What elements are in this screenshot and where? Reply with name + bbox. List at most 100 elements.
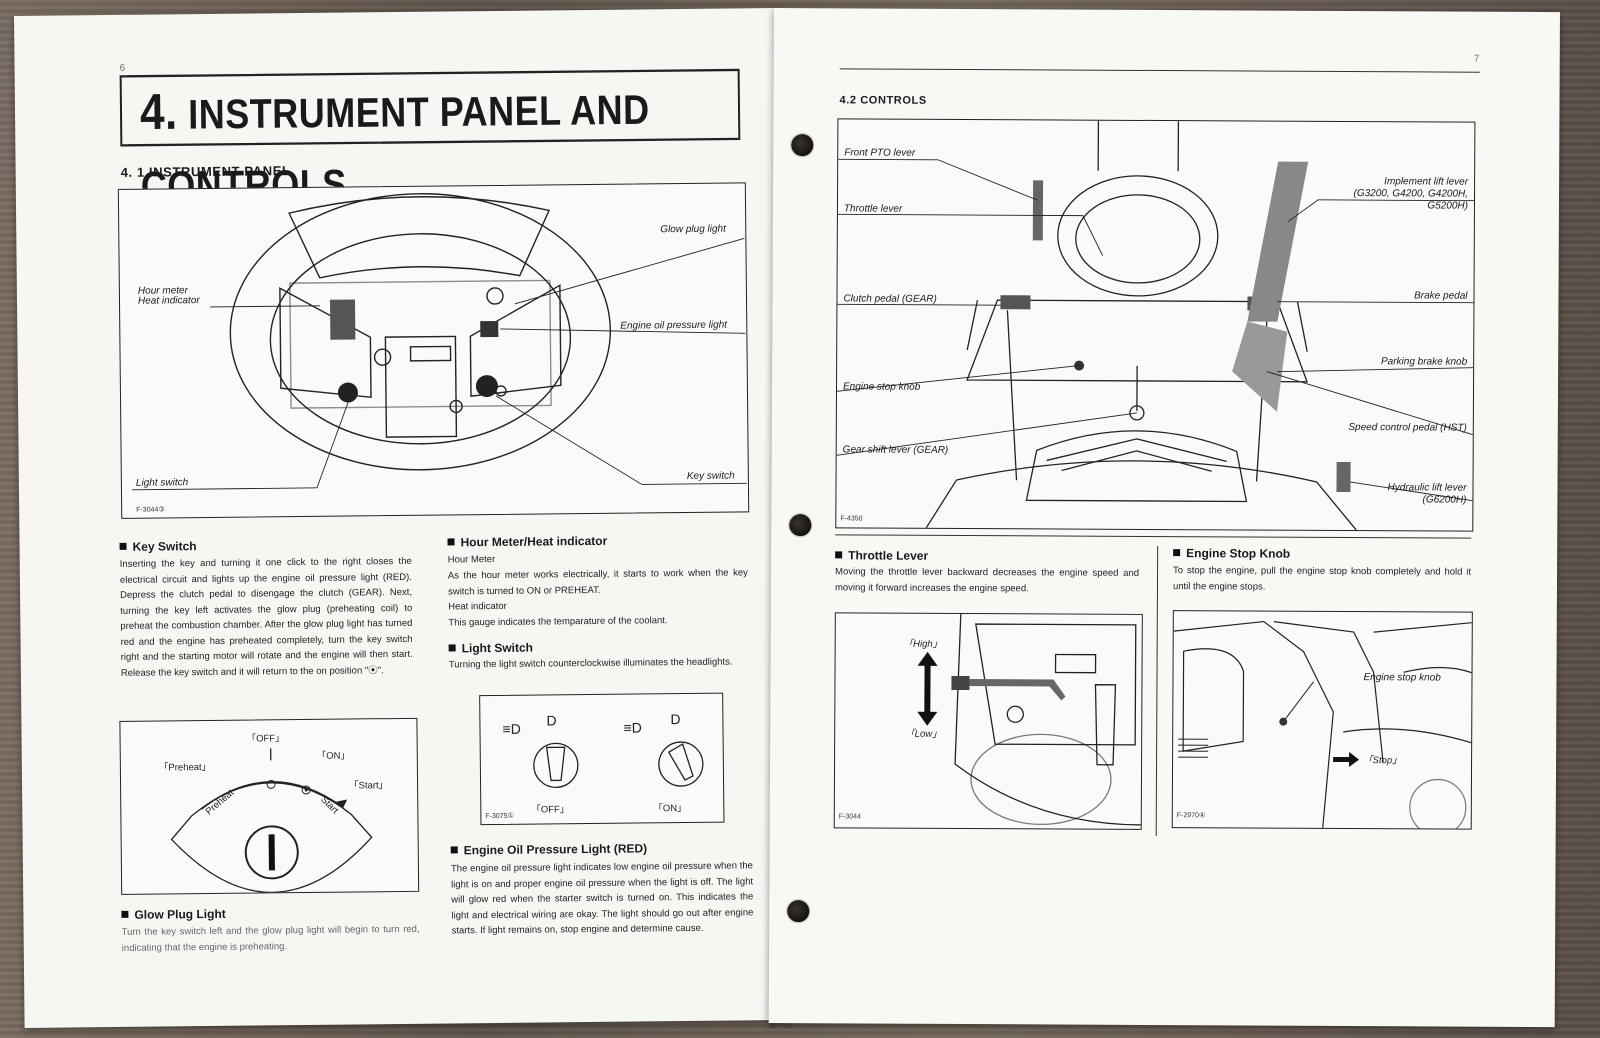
page-number: 6 (119, 62, 126, 74)
label-gear-shift-lever: Gear shift lever (GEAR) (842, 444, 949, 456)
heading-oil-pressure-light: Engine Oil Pressure Light (RED) (450, 841, 647, 857)
throttle-lever-handle (955, 678, 1066, 701)
engine-stop-figure: Engine stop knob 「Stop」 F-2970④ (1171, 610, 1473, 830)
bullet-square-icon (1173, 549, 1181, 557)
stop-label: 「Stop」 (1363, 755, 1402, 767)
chapter-title: 4. INSTRUMENT PANEL AND CONTROLS (119, 68, 741, 210)
light-switch-knob (337, 382, 358, 403)
instrument-panel-drawing (131, 193, 747, 491)
throttle-drawing (917, 613, 1141, 826)
svg-text:D: D (670, 711, 680, 727)
label-front-pto-lever: Front PTO lever (844, 147, 916, 159)
controls-figure: Front PTO lever Throttle lever Clutch pe… (835, 118, 1476, 532)
bullet-square-icon (447, 538, 455, 546)
hour-meter-subheading: Hour Meter (447, 553, 496, 566)
throttle-figure-code: F-3044 (838, 813, 861, 821)
key-switch-diagram: 「OFF」 「ON」 「Preheat」 「Start」 Preheat Sta… (119, 717, 420, 895)
section-title: 4.2 CONTROLS (839, 94, 927, 107)
label-heat-indicator: Heat indicator (137, 295, 200, 307)
engine-stop-text: To stop the engine, pull the engine stop… (1172, 565, 1472, 593)
key-switch-text: Inserting the key and turning it one cli… (119, 555, 413, 679)
engine-grille-icon (1178, 738, 1209, 758)
figure-code: F-3044③ (136, 506, 165, 514)
bullet-square-icon (835, 551, 843, 559)
label-engine-stop-knob-small: Engine stop knob (1363, 672, 1441, 684)
page-number: 7 (1473, 53, 1480, 65)
heading-glow-plug-light: Glow Plug Light (121, 907, 226, 922)
svg-text:D: D (546, 712, 556, 728)
hour-meter-text: As the hour meter works electrically, it… (447, 567, 748, 597)
tractor-controls-drawing (836, 120, 1475, 531)
light-switch-text: Turning the light switch counterclockwis… (448, 656, 733, 671)
key-off-label: 「OFF」 (246, 733, 285, 745)
engine-stop-drawing (1173, 620, 1472, 829)
engine-stop-knob-icon (1074, 360, 1085, 371)
heading-hour-meter: Hour Meter/Heat indicator (447, 534, 607, 550)
high-low-arrow-icon (917, 651, 938, 726)
implement-lift-lever-icon (1247, 161, 1309, 322)
svg-text:≡D: ≡D (623, 719, 641, 735)
heading-throttle-lever: Throttle Lever (835, 548, 928, 563)
bullet-square-icon (450, 846, 458, 854)
oil-pressure-text: The engine oil pressure light indicates … (450, 860, 754, 937)
svg-text:≡D: ≡D (502, 721, 520, 737)
key-start-label: 「Start」 (349, 780, 389, 792)
bullet-square-icon (448, 644, 456, 652)
label-speed-control-pedal: Speed control pedal (HST) (1348, 422, 1467, 434)
binder-hole (791, 134, 814, 157)
light-on-label: 「ON」 (653, 803, 687, 815)
label-hydraulic-lift-lever: Hydraulic lift lever (1387, 482, 1467, 494)
throttle-lever-grip (951, 675, 970, 691)
front-pto-lever-icon (1032, 180, 1044, 241)
label-clutch-pedal: Clutch pedal (GEAR) (843, 293, 937, 305)
throttle-figure: 「High」 「Low」 F-3044 (833, 612, 1143, 830)
label-parking-brake-knob: Parking brake knob (1380, 356, 1468, 368)
column-divider (1155, 546, 1159, 837)
right-page: 7 4.2 CONTROLS (768, 8, 1560, 1028)
key-switch-icon (475, 375, 498, 398)
heat-indicator-text: This gauge indicates the temparature of … (448, 615, 668, 629)
controls-figure-code: F-4350 (840, 515, 863, 523)
throttle-high-label: 「High」 (903, 638, 943, 650)
key-preheat-label: 「Preheat」 (158, 761, 212, 774)
engine-stop-knob-icon (1279, 717, 1288, 726)
bullet-square-icon (121, 910, 129, 918)
light-switch-figure-code: F-3075① (485, 812, 514, 821)
label-implement-models-2: G5200H) (1427, 200, 1469, 212)
header-rule (839, 68, 1480, 73)
light-switch-drawing: ≡D D ≡D D (502, 711, 704, 789)
key-switch-dial-drawing (170, 748, 373, 893)
left-page: 6 4. INSTRUMENT PANEL AND CONTROLS 4. 1 … (14, 7, 791, 1028)
label-throttle-lever: Throttle lever (843, 203, 903, 215)
label-implement-lift-lever: Implement lift lever (1384, 176, 1469, 188)
hour-meter-gauge (329, 299, 356, 340)
instrument-panel-figure: Glow plug light Hour meter Heat indicato… (117, 182, 750, 519)
throttle-text: Moving the throttle lever backward decre… (834, 566, 1140, 594)
heading-key-switch: Key Switch (119, 539, 197, 554)
section-title: 4. 1 INSTRUMENT PANEL (120, 163, 291, 180)
speed-control-pedal-icon (1232, 321, 1288, 412)
label-glow-plug-light: Glow plug light (660, 223, 726, 236)
section-rule (835, 534, 1472, 539)
heading-light-switch: Light Switch (448, 641, 533, 656)
oil-pressure-light-icon (480, 320, 499, 338)
label-key-switch: Key switch (686, 470, 735, 482)
label-engine-stop-knob: Engine stop knob (842, 381, 921, 393)
heat-indicator-subheading: Heat indicator (448, 600, 507, 613)
key-on-label: 「ON」 (316, 750, 351, 762)
clutch-pedal-icon (1000, 295, 1031, 310)
label-light-switch: Light switch (135, 477, 189, 489)
label-implement-models: (G3200, G4200, G4200H, (1353, 188, 1469, 200)
pull-arrow-icon (1333, 752, 1360, 768)
label-engine-oil-pressure-light: Engine oil pressure light (620, 319, 728, 332)
binder-hole (787, 900, 810, 923)
light-off-label: 「OFF」 (531, 804, 570, 816)
glow-plug-text: Turn the key switch left and the glow pl… (121, 923, 420, 954)
binder-hole (789, 514, 812, 537)
throttle-low-label: 「Low」 (905, 728, 942, 740)
engine-stop-figure-code: F-2970④ (1176, 812, 1206, 820)
heading-engine-stop-knob: Engine Stop Knob (1173, 546, 1290, 561)
hydraulic-lift-lever-icon (1336, 461, 1351, 493)
chapter-number: 4. (139, 83, 179, 141)
label-brake-pedal: Brake pedal (1414, 290, 1468, 302)
